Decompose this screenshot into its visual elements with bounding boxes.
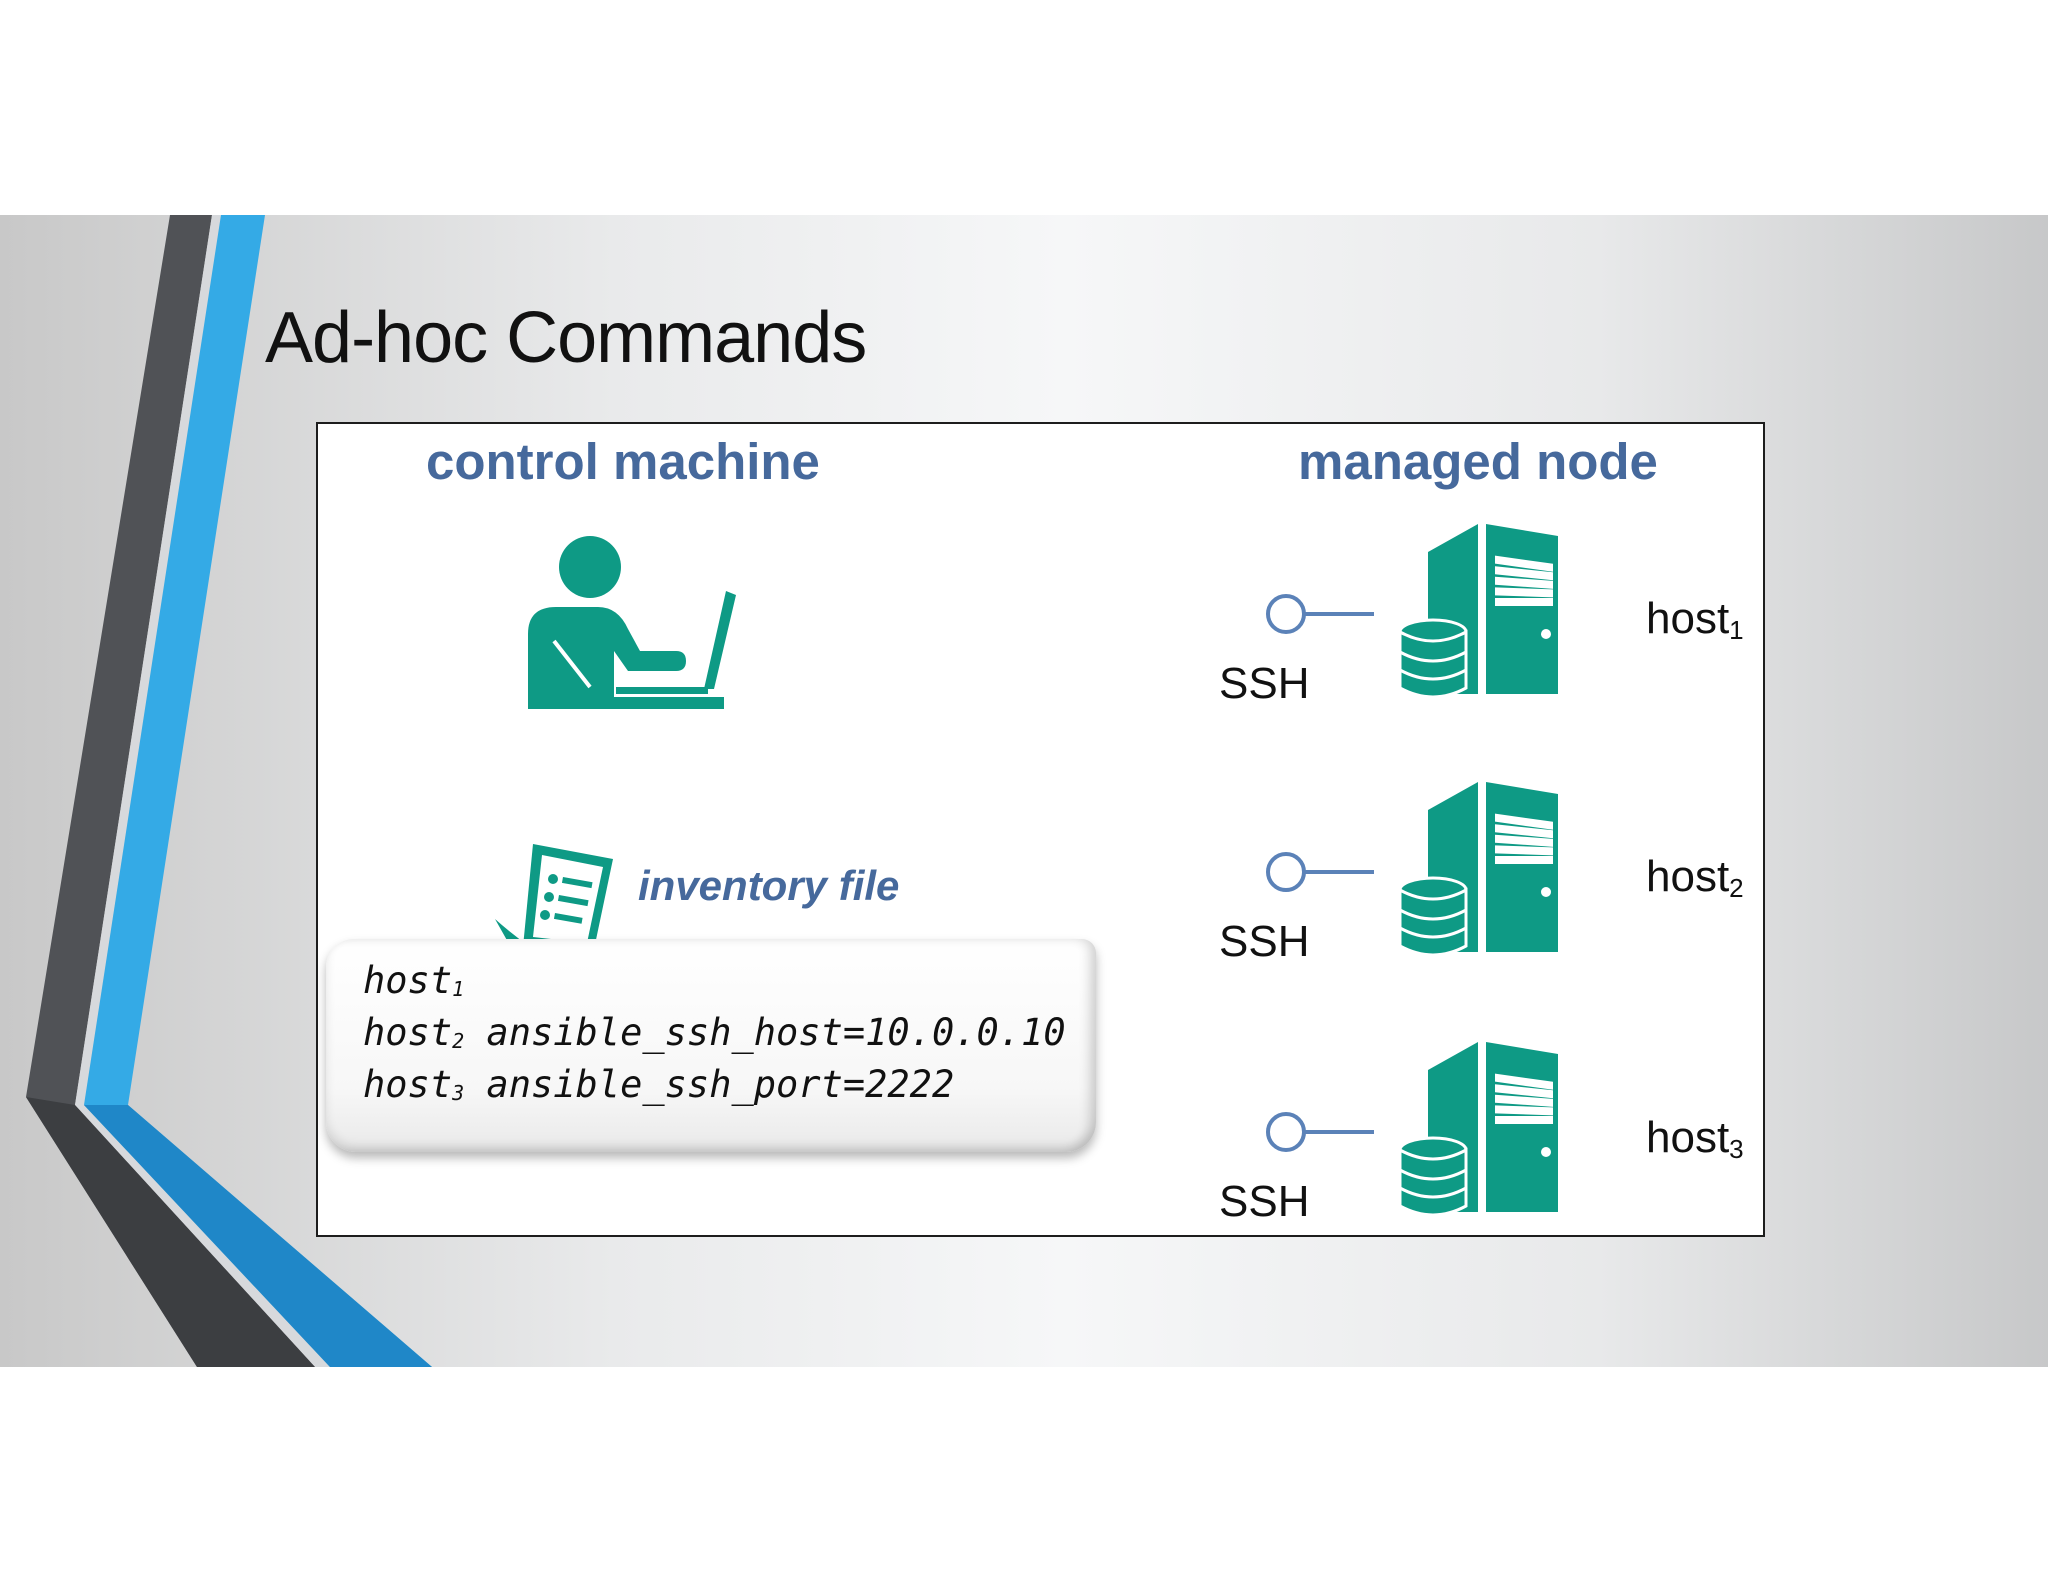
- ssh-connector-icon: [1266, 594, 1374, 634]
- ssh-label: SSH: [1219, 917, 1310, 966]
- blue-bottom-wedge: [84, 1105, 432, 1367]
- user-laptop-icon: [528, 536, 736, 709]
- database-icon: [1398, 876, 1468, 957]
- host-label: host1: [1646, 594, 1744, 645]
- ansible-diagram: control machine managed node inventory f…: [316, 422, 1765, 1237]
- light-stripe: [75, 215, 330, 1367]
- database-icon: [1398, 618, 1468, 699]
- ssh-connector-icon: [1266, 852, 1374, 892]
- inventory-file-label: inventory file: [638, 862, 900, 909]
- blue-stripe: [84, 215, 432, 1367]
- inventory-line: host3 ansible_ssh_port=2222: [363, 1063, 955, 1106]
- ssh-connector-icon: [1266, 1112, 1374, 1152]
- database-icon: [1398, 1136, 1468, 1217]
- ssh-label: SSH: [1219, 1177, 1310, 1226]
- dark-bottom-wedge: [26, 1097, 315, 1367]
- document-icon: [495, 844, 613, 966]
- managed-node-heading: managed node: [1298, 433, 1658, 490]
- decorative-stripes: [26, 215, 432, 1367]
- host-label: host2: [1646, 852, 1744, 903]
- slide: Ad-hoc Commands control machine managed …: [0, 215, 2048, 1367]
- control-machine-heading: control machine: [426, 433, 820, 490]
- slide-title: Ad-hoc Commands: [265, 298, 867, 378]
- inventory-line: host1: [363, 959, 465, 1002]
- dark-stripe: [26, 215, 315, 1367]
- inventory-line: host2 ansible_ssh_host=10.0.0.10: [363, 1011, 1066, 1054]
- host-label: host3: [1646, 1113, 1744, 1164]
- inventory-file-panel: host1 host2 ansible_ssh_host=10.0.0.10 h…: [326, 939, 1096, 1152]
- ssh-label: SSH: [1219, 659, 1310, 708]
- inventory-code: host1 host2 ansible_ssh_host=10.0.0.10 h…: [363, 959, 1066, 1115]
